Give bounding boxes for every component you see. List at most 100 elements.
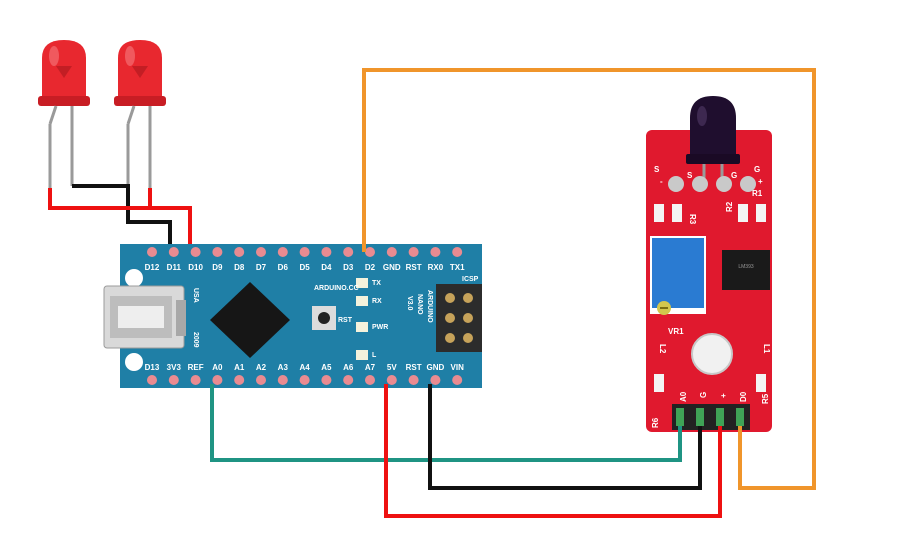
reset-button (312, 306, 336, 330)
pin-pad-top (190, 247, 201, 257)
header-s: S (687, 171, 693, 180)
model-line-3: V3.0 (406, 296, 413, 311)
pin-label-top: D3 (343, 263, 354, 272)
pin-label-top: D12 (145, 263, 160, 272)
pin-pad-top (168, 247, 179, 257)
pin-pad-bottom (299, 375, 310, 385)
pin-pad-top (147, 247, 157, 257)
pin-pad-bottom (365, 375, 375, 385)
pin-label-bottom: VIN (451, 363, 465, 372)
brand-label: ARDUINO.CC (314, 285, 359, 292)
pin-label-bottom: A5 (321, 363, 332, 372)
model-line-2: NANO (416, 294, 423, 315)
label-vr1: VR1 (668, 327, 684, 336)
pin-pad-bottom (234, 375, 245, 385)
comparator-chip-label: LM393 (738, 264, 754, 270)
wire-d2-to-d0 (362, 68, 816, 490)
pin-pad-bottom (321, 375, 332, 385)
pin-pad-bottom (256, 375, 266, 385)
pin-label-top: D11 (167, 263, 182, 272)
pin-label-top: RST (406, 263, 422, 272)
pin-label-bottom: A0 (212, 363, 223, 372)
led-left (38, 40, 90, 190)
header-g: G (731, 171, 737, 180)
pin-pad-top (365, 247, 375, 257)
usa-label: USA (192, 288, 199, 303)
icsp-header (436, 284, 482, 352)
pin-label-bottom: A4 (299, 363, 310, 372)
pin-pad-top (277, 247, 288, 257)
pin-a0-label: A0 (679, 391, 688, 402)
pin-pad-top (430, 247, 441, 257)
flame-sensor-module: LM393 S - G + S G R1 R3 R2 VR1 L1 L2 R5 … (646, 96, 772, 432)
pin-label-top: D2 (365, 263, 376, 272)
label-l2: L2 (658, 344, 667, 354)
pin-pad-bottom (452, 375, 463, 385)
pin-label-bottom: GND (427, 363, 445, 372)
pin-pad-bottom (408, 375, 419, 385)
pin-pad-top (321, 247, 332, 257)
pin-label-top: D8 (234, 263, 245, 272)
pin-label-top: D9 (212, 263, 223, 272)
pin-pad-bottom (147, 375, 157, 385)
chip-icon (210, 282, 290, 358)
pin-label-top: GND (383, 263, 401, 272)
pin-plus-label: + (719, 393, 728, 398)
label-s-sub: - (660, 177, 663, 186)
label-g: G (754, 165, 760, 174)
pin-label-bottom: A7 (365, 363, 376, 372)
pin-label-top: D10 (188, 263, 203, 272)
label-r2: R2 (725, 201, 734, 212)
led-icon (114, 40, 166, 106)
pin-label-bottom: D13 (145, 363, 160, 372)
led-icon (38, 40, 90, 106)
pin-label-top: TX1 (450, 263, 465, 272)
pin-d0-label: D0 (739, 391, 748, 402)
pin-g-label: G (699, 392, 708, 398)
wire-gnd-to-g (428, 384, 702, 490)
pin-label-top: D5 (299, 263, 310, 272)
pin-pad-bottom (168, 375, 179, 385)
usb-connector-icon (103, 285, 186, 349)
label-r5: R5 (761, 393, 770, 404)
rst-button-label: RST (338, 317, 353, 324)
pin-label-top: RX0 (428, 263, 444, 272)
pin-label-bottom: A1 (234, 363, 245, 372)
label-r1: R1 (752, 189, 763, 198)
pin-label-top: D4 (321, 263, 332, 272)
pin-pad-top (299, 247, 310, 257)
icsp-label: ICSP (462, 276, 479, 283)
pin-pad-top (256, 247, 266, 257)
pin-pad-bottom (386, 375, 397, 385)
pin-pad-bottom (430, 375, 441, 385)
l-led-label: L (372, 352, 377, 359)
chip-icon: LM393 (722, 250, 770, 290)
pin-pad-top (408, 247, 419, 257)
pin-pad-top (212, 247, 223, 257)
label-g-sub: + (758, 177, 763, 186)
pin-pad-bottom (277, 375, 288, 385)
potentiometer-icon (650, 236, 706, 315)
label-r6: R6 (651, 417, 660, 428)
pin-pad-top (452, 247, 463, 257)
pin-label-bottom: 5V (387, 363, 397, 372)
wire-led-signal (48, 188, 192, 250)
led-right (114, 40, 166, 190)
pin-pad-bottom (190, 375, 201, 385)
pin-pad-bottom (343, 375, 354, 385)
wire-a0-to-a0 (210, 384, 682, 462)
label-r3: R3 (688, 214, 697, 225)
model-line-1: ARDUINO (426, 290, 433, 323)
pwr-led-label: PWR (372, 324, 388, 331)
year-label: 2009 (192, 332, 199, 348)
pin-label-top: D7 (256, 263, 267, 272)
pin-label-bottom: A2 (256, 363, 267, 372)
rx-led-label: RX (372, 298, 382, 305)
pin-label-bottom: A3 (278, 363, 289, 372)
tx-led-label: TX (372, 280, 381, 287)
pin-label-top: D6 (278, 263, 289, 272)
wire-5v-to-plus (384, 384, 722, 518)
pin-label-bottom: 3V3 (167, 363, 182, 372)
